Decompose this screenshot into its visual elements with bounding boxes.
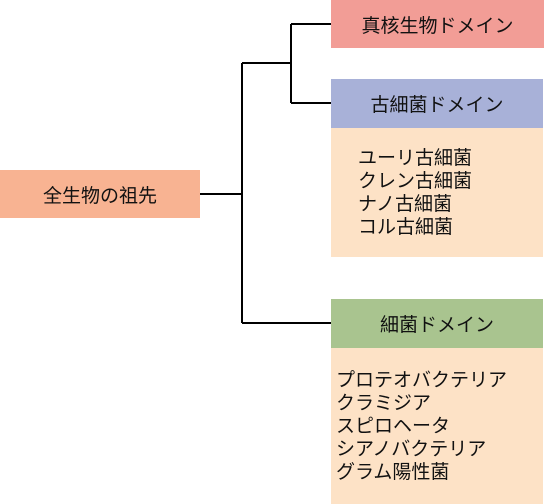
archaea-member: ユーリ古細菌 bbox=[358, 147, 473, 169]
bacteria-member: シアノバクテリア bbox=[336, 438, 487, 460]
archaea-member-list: ユーリ古細菌 クレン古細菌 ナノ古細菌 コル古細菌 bbox=[331, 128, 543, 257]
node-root: 全生物の祖先 bbox=[0, 170, 200, 218]
node-eukarya: 真核生物ドメイン bbox=[331, 0, 544, 48]
bacteria-member: グラム陽性菌 bbox=[336, 461, 450, 483]
node-bacteria: 細菌ドメイン bbox=[331, 299, 543, 348]
bacteria-member: プロテオバクテリア bbox=[336, 369, 508, 391]
archaea-member: クレン古細菌 bbox=[358, 170, 473, 192]
node-archaea: 古細菌ドメイン bbox=[331, 79, 543, 128]
bacteria-member: クラミジア bbox=[336, 392, 432, 414]
bacteria-member-list: プロテオバクテリア クラミジア スピロヘータ シアノバクテリア グラム陽性菌 bbox=[331, 348, 543, 504]
archaea-member: ナノ古細菌 bbox=[358, 193, 453, 215]
bacteria-member: スピロヘータ bbox=[336, 415, 451, 437]
archaea-member: コル古細菌 bbox=[358, 216, 454, 238]
